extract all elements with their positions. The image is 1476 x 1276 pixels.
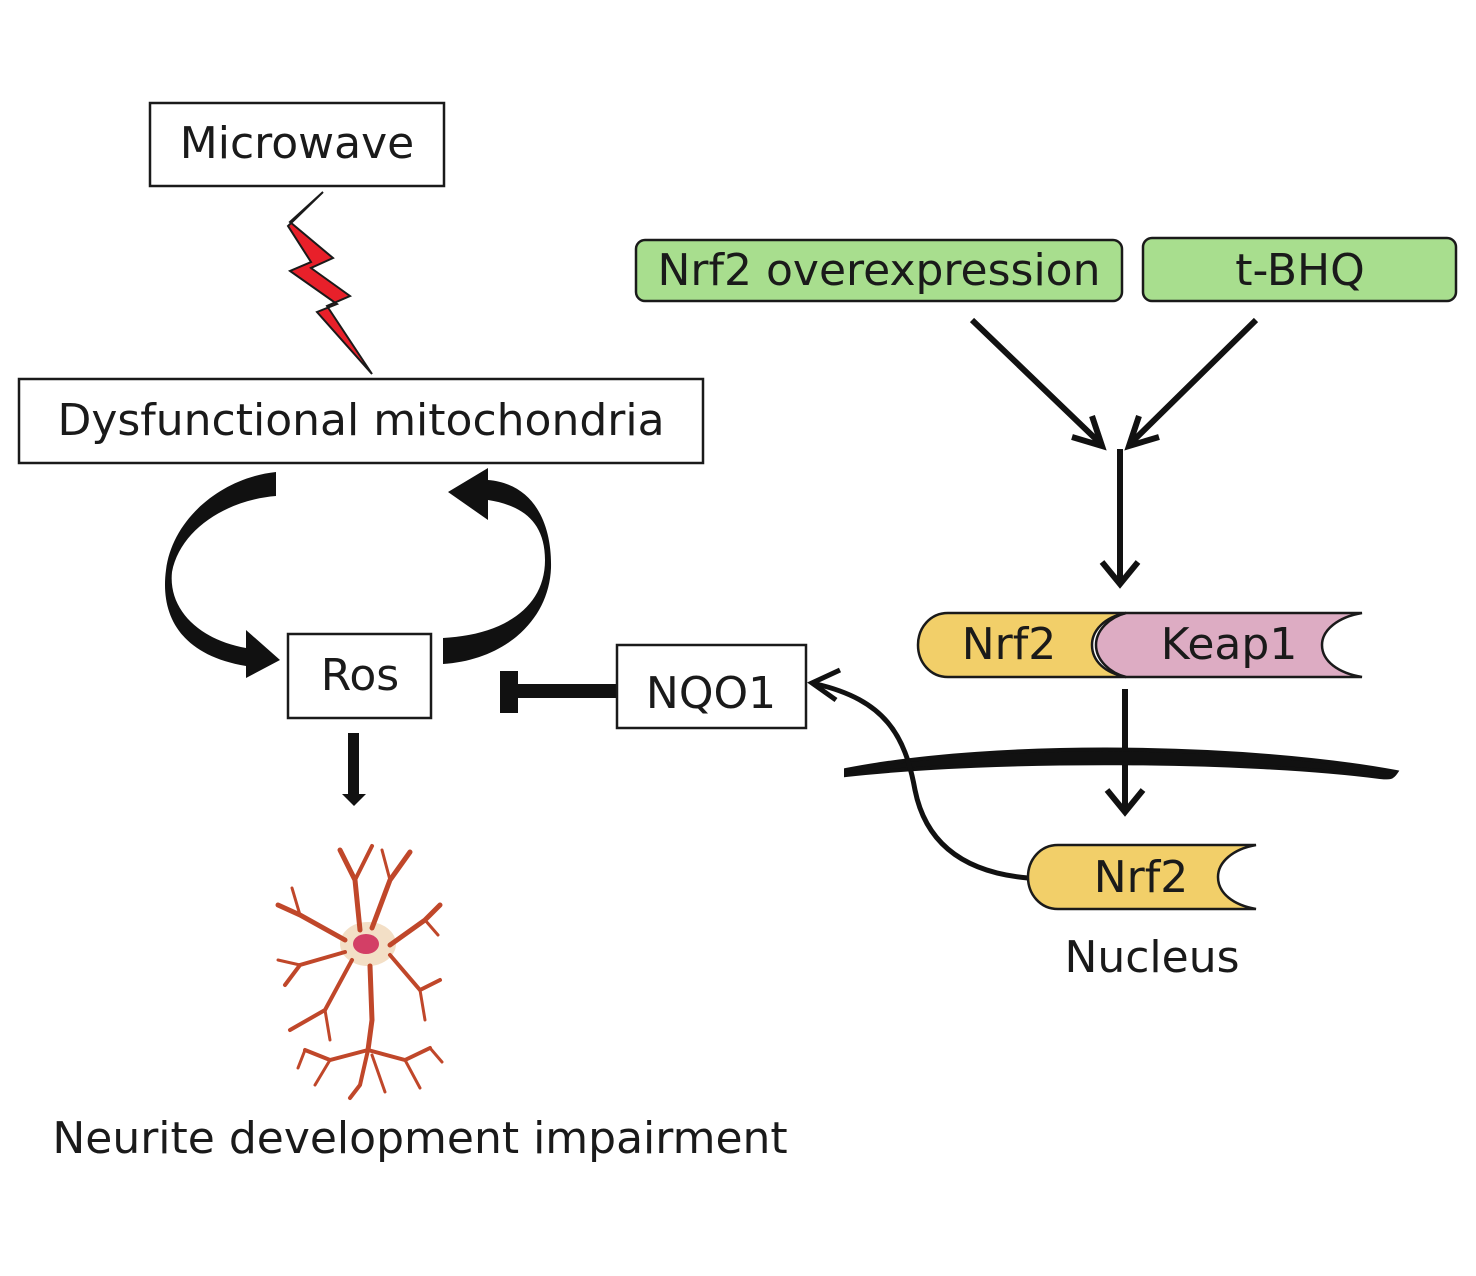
nrf2-cyto-shape: [916, 611, 1127, 679]
keap1-shape: [1094, 611, 1363, 679]
tbhq-label: t-BHQ: [1235, 245, 1364, 296]
nrf2-nuclear-shape: [1026, 843, 1257, 911]
nrf2-to-nqo1-arrow: [807, 667, 1029, 881]
nrf2-cyto-label: Nrf2: [962, 619, 1057, 670]
nrf2-nuclear: Nrf2: [1026, 843, 1257, 911]
nrf2-overexpression-box: Nrf2 overexpression: [634, 238, 1124, 303]
nucleus-label: Nucleus: [1064, 932, 1239, 983]
lightning-bolt-icon: [286, 191, 373, 375]
nqo1-box: NQO1: [615, 643, 808, 730]
nrf2-keap1-complex: Nrf2 Keap1: [916, 611, 1363, 679]
mitochondria-box: Dysfunctional mitochondria: [17, 377, 705, 465]
neuron-icon: [275, 844, 444, 1100]
ros-to-mito-arrow: [443, 468, 552, 664]
tbhq-box: t-BHQ: [1141, 236, 1458, 303]
keap1-label: Keap1: [1161, 619, 1298, 670]
microwave-label: Microwave: [180, 118, 414, 169]
to-complex-arrow: [1099, 449, 1141, 589]
nqo1-label: NQO1: [646, 668, 776, 719]
ros-label: Ros: [321, 650, 399, 701]
nqo1-inhibition: [500, 671, 617, 713]
nrf2-overexpression-label: Nrf2 overexpression: [658, 245, 1101, 296]
overexpression-arrow: [969, 317, 1104, 447]
neurite-label: Neurite development impairment: [52, 1113, 787, 1164]
nuclear-membrane: [844, 747, 1400, 780]
microwave-box: Microwave: [148, 101, 446, 188]
converged-arrow-head-left: [1071, 415, 1107, 451]
ros-down-arrow: [342, 733, 366, 806]
converged-arrow-head-right: [1124, 415, 1160, 451]
mitochondria-label: Dysfunctional mitochondria: [57, 395, 664, 446]
nrf2-nuclear-label: Nrf2: [1094, 852, 1189, 903]
tbhq-arrow: [1127, 317, 1259, 447]
mito-to-ros-arrow: [164, 472, 280, 678]
ros-box: Ros: [286, 632, 433, 720]
